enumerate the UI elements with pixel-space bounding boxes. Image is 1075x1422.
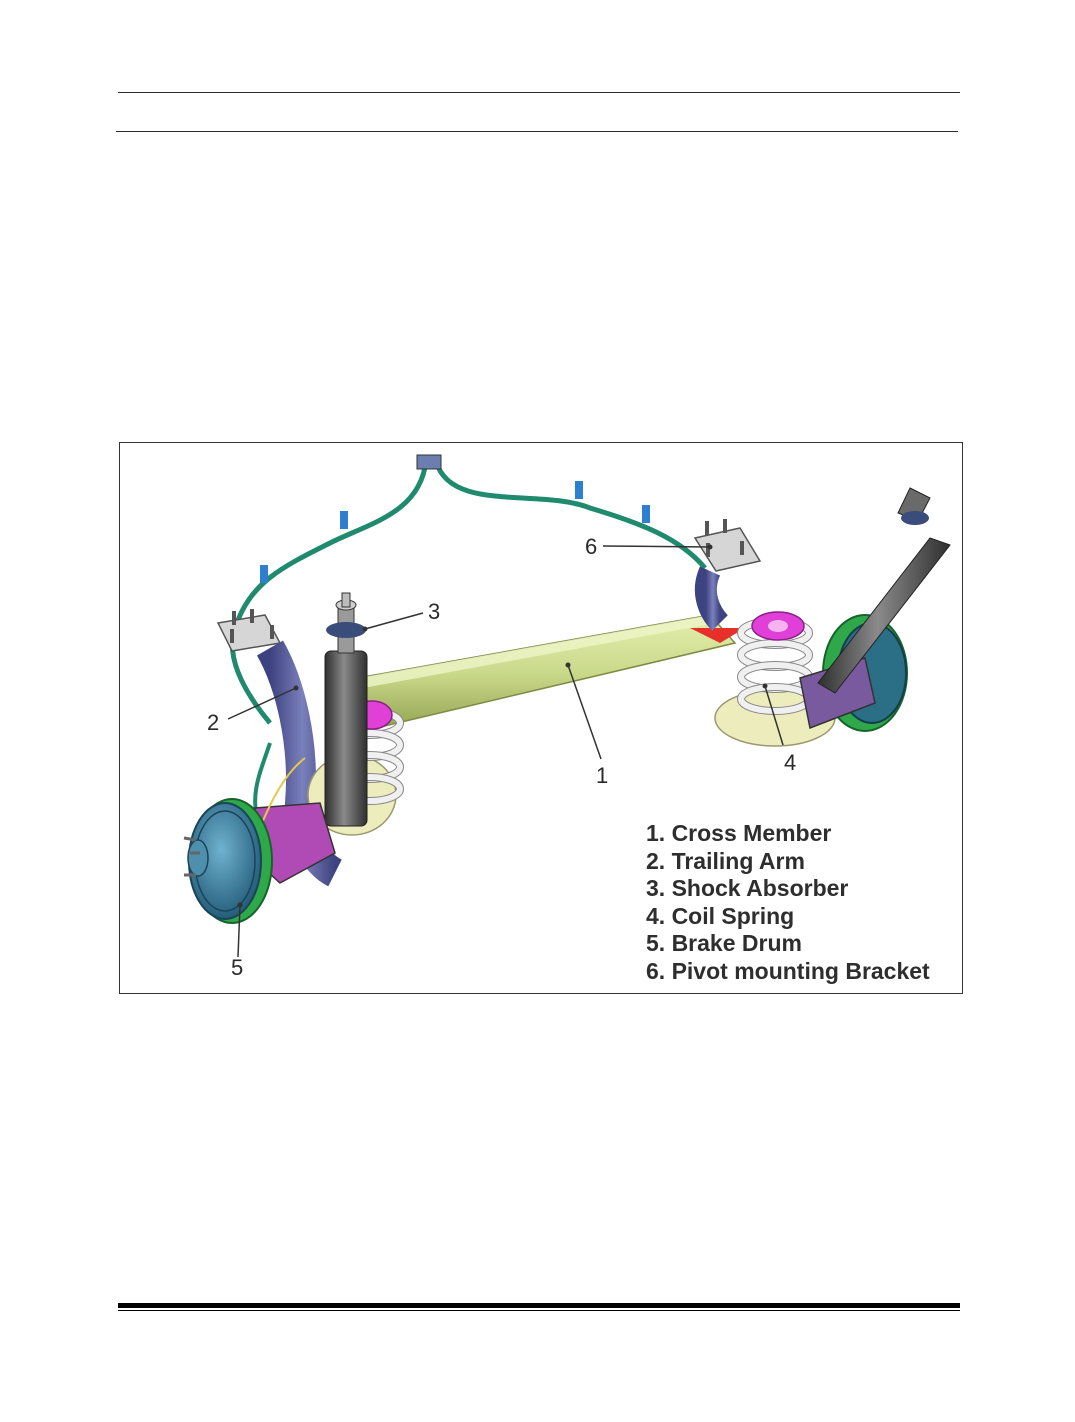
header-rule-top — [118, 92, 960, 93]
suspension-illustration — [183, 454, 951, 958]
line-clip — [260, 565, 268, 583]
callout-1: 1 — [596, 763, 609, 788]
leader-lines — [227, 545, 784, 958]
line-clip — [642, 505, 650, 523]
legend-item: 3. Shock Absorber — [646, 875, 849, 902]
legend-item: 6. Pivot mounting Bracket — [646, 957, 930, 984]
shock-bump-stop — [326, 622, 366, 638]
line-clip — [340, 511, 348, 529]
legend-item: 2. Trailing Arm — [646, 847, 805, 874]
legend-item: 4. Coil Spring — [646, 902, 795, 929]
header-rule-bottom — [116, 131, 958, 132]
trailing-arm-right — [694, 566, 729, 631]
callout-5: 5 — [231, 955, 244, 980]
callout-2: 2 — [207, 710, 220, 735]
parts-legend: 1. Cross Member 2. Trailing Arm 3. Shock… — [646, 820, 930, 986]
shock-body-right — [817, 537, 951, 694]
callout-6: 6 — [585, 534, 598, 559]
footer-rule-thin — [118, 1310, 960, 1311]
wedge-plate — [690, 628, 745, 643]
brake-line — [229, 460, 429, 725]
callout-4: 4 — [784, 750, 797, 775]
footer-rule-thick — [118, 1303, 960, 1308]
callout-3: 3 — [428, 599, 441, 624]
brake-junction-block — [416, 454, 442, 470]
legend-item: 5. Brake Drum — [646, 930, 802, 957]
shock-body-left — [324, 650, 368, 827]
legend-item: 1. Cross Member — [646, 820, 832, 846]
brake-line — [433, 460, 707, 570]
line-clip — [575, 481, 583, 499]
rear-suspension-figure: 1 2 3 4 5 6 1. Cross Member 2. Trailing … — [119, 442, 963, 994]
